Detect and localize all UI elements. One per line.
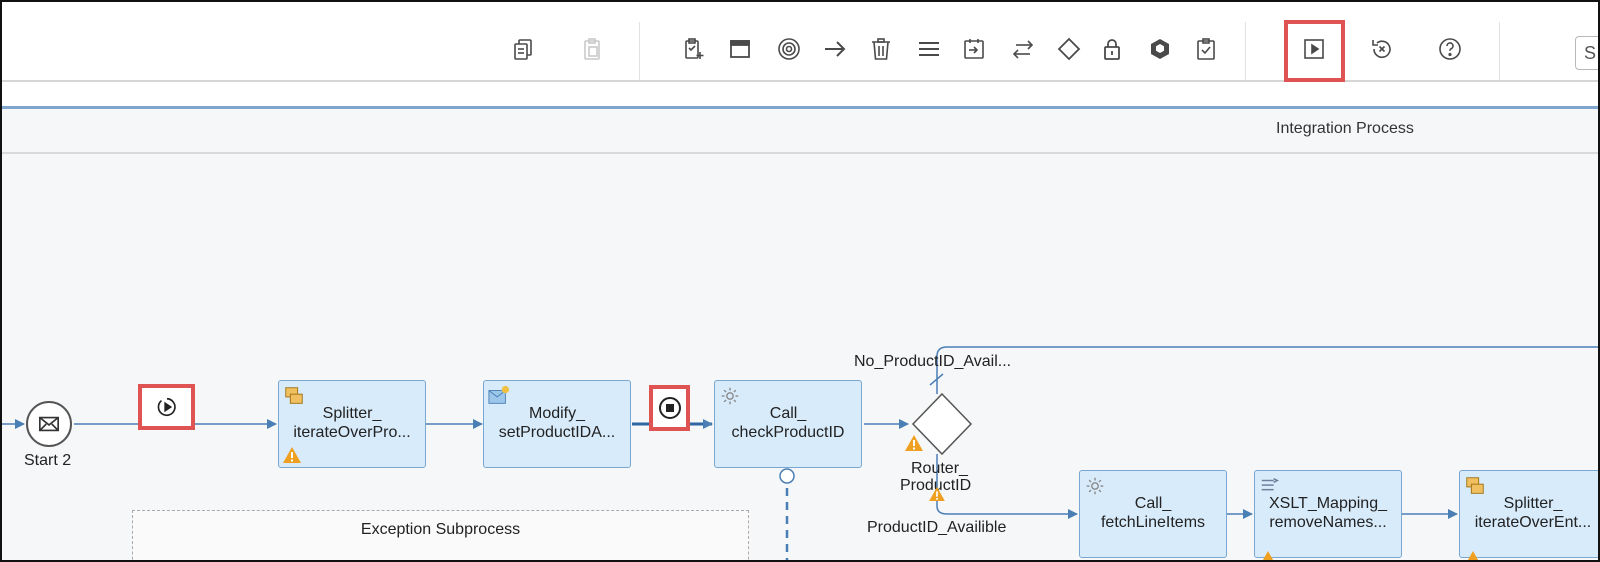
default-route-mark (929, 373, 944, 386)
mapping-icon (1261, 478, 1279, 491)
lock-icon[interactable] (1097, 34, 1127, 64)
copy-icon[interactable] (508, 34, 538, 64)
cancel-icon[interactable] (1367, 34, 1397, 64)
pool-header: Integration Process (2, 109, 1598, 154)
task-call-fetch-line-items[interactable]: Call_ fetchLineItems (1079, 470, 1227, 558)
paste-icon[interactable] (577, 34, 607, 64)
task-title: XSLT_Mapping_ (1269, 495, 1387, 512)
exception-subprocess[interactable]: Exception Subprocess (132, 510, 749, 560)
import-icon[interactable] (959, 34, 989, 64)
content-modifier-icon (488, 385, 510, 404)
tab-indicator-line (2, 106, 1598, 109)
warning-icon (1262, 551, 1274, 560)
arrow-right-icon[interactable] (820, 34, 850, 64)
envelope-icon (39, 416, 59, 432)
task-subtitle: iterateOverPro... (293, 424, 411, 441)
warning-icon (1467, 551, 1479, 560)
task-modify-content[interactable]: Modify_ setProductIDA... (483, 380, 631, 468)
start-event-label: Start 2 (24, 452, 72, 469)
start-event[interactable] (26, 401, 72, 447)
task-call-check-product[interactable]: Call_ checkProductID (714, 380, 862, 468)
package-icon[interactable] (1145, 34, 1175, 64)
target-icon[interactable] (774, 34, 804, 64)
router-label-line2: ProductID (900, 477, 972, 494)
task-subtitle: iterateOverEnt... (1474, 514, 1592, 531)
task-title: Call_ (1134, 495, 1172, 512)
task-subtitle: removeNames... (1269, 514, 1387, 531)
pool-title: Integration Process (1276, 120, 1414, 137)
subprocess-label: Exception Subprocess (360, 521, 521, 538)
task-subtitle: setProductIDA... (498, 424, 616, 441)
task-splitter-iterate[interactable]: Splitter_ iterateOverPro... (278, 380, 426, 468)
task-xslt-mapping[interactable]: XSLT_Mapping_ removeNames... (1254, 470, 1402, 560)
delete-icon[interactable] (866, 34, 896, 64)
gear-icon (1086, 477, 1104, 495)
task-title: Call_ (769, 405, 807, 422)
search-input[interactable]: S (1575, 36, 1598, 70)
task-title: Modify_ (528, 405, 586, 422)
menu-icon[interactable] (914, 34, 944, 64)
toolbar-separator (1499, 22, 1500, 80)
toolbar-separator (639, 22, 640, 80)
route-label-product: ProductID_Availible (867, 519, 1007, 536)
window-icon[interactable] (725, 34, 755, 64)
task-subtitle: checkProductID (731, 424, 845, 441)
toolbar: S (2, 2, 1598, 82)
warning-icon (283, 447, 301, 463)
help-icon[interactable] (1435, 34, 1465, 64)
warning-icon (905, 435, 923, 451)
flow-router-no-product (936, 346, 1598, 394)
exchange-icon[interactable] (1008, 34, 1038, 64)
breakpoint-stop[interactable] (649, 385, 690, 431)
play-highlight (1284, 20, 1345, 82)
add-task-icon[interactable] (679, 34, 709, 64)
connection-port (779, 468, 795, 484)
task-splitter-iterate-entries[interactable]: Splitter_ iterateOverEnt... (1459, 470, 1598, 560)
splitter-icon (285, 387, 303, 404)
task-title: Splitter_ (1503, 495, 1563, 512)
task-subtitle: fetchLineItems (1100, 514, 1206, 531)
router-gateway[interactable] (911, 392, 973, 456)
warning-icon (929, 487, 945, 501)
breakpoint-resume[interactable] (138, 384, 195, 430)
resume-icon (157, 397, 176, 417)
flow-router-product (936, 454, 1078, 519)
diamond-icon[interactable] (1054, 34, 1084, 64)
splitter-icon (1466, 477, 1484, 494)
route-label-no-product: No_ProductID_Avail... (854, 353, 1012, 370)
toolbar-separator (1245, 22, 1246, 80)
gear-icon (721, 387, 739, 405)
play-icon[interactable] (1299, 34, 1329, 64)
process-canvas[interactable]: Integration Process (2, 109, 1598, 560)
checklist-icon[interactable] (1191, 34, 1221, 64)
stop-icon (658, 397, 681, 419)
task-title: Splitter_ (322, 405, 382, 422)
router-label-line1: Router_ (911, 460, 968, 477)
